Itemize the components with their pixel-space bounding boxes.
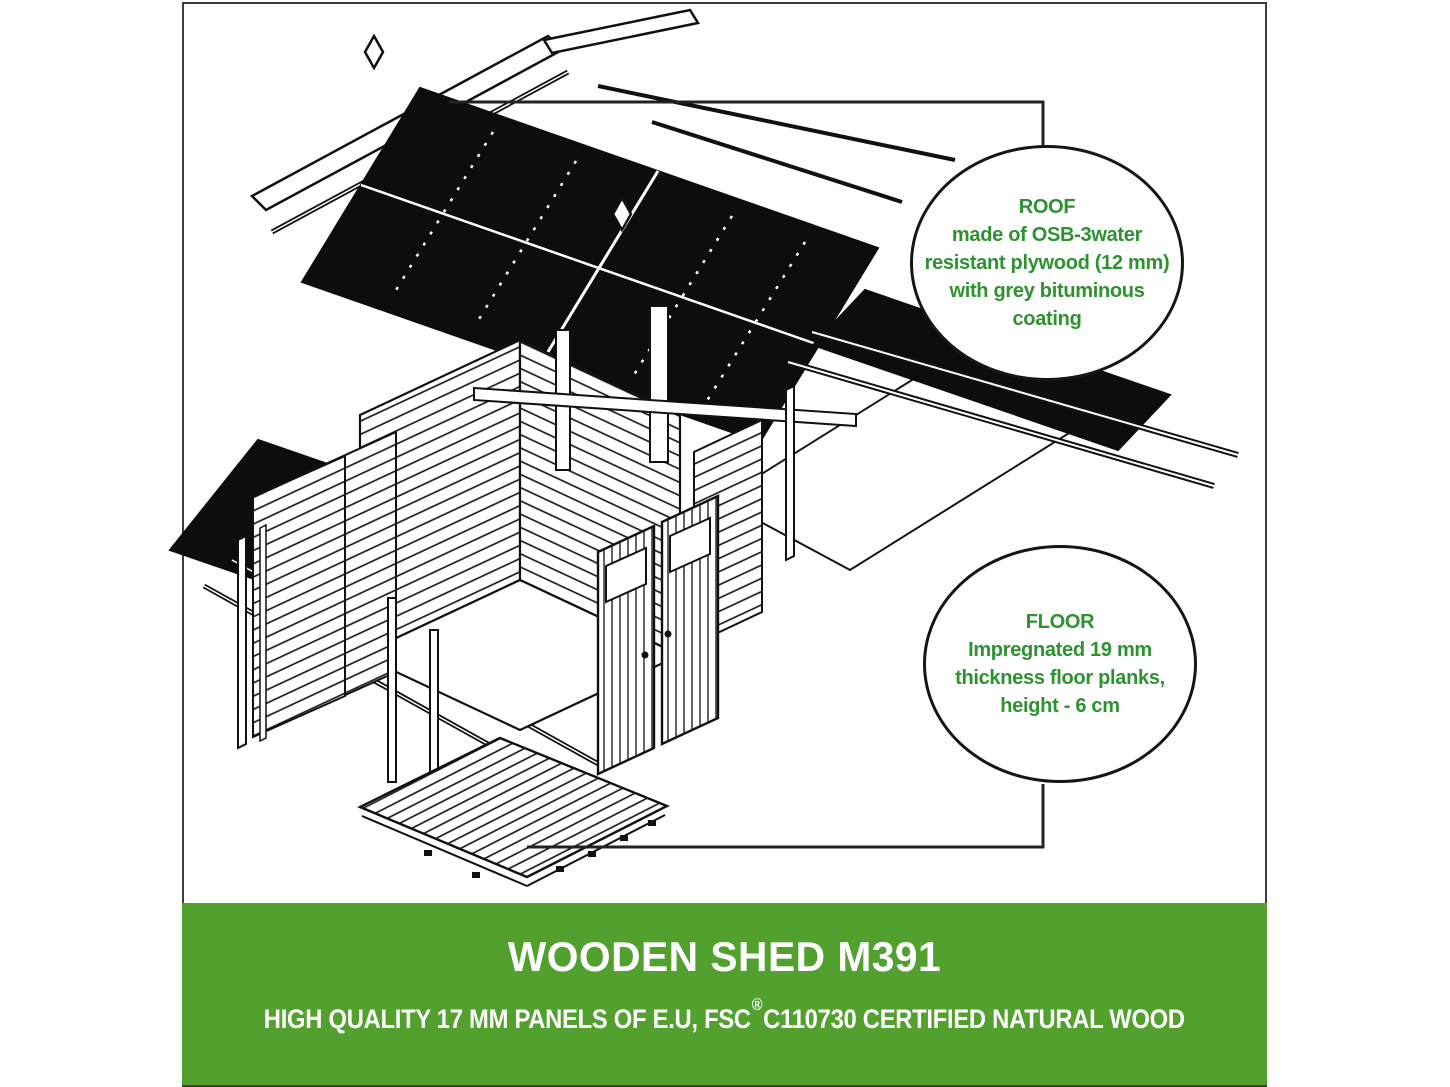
roof-callout-line: made of OSB-3water — [951, 224, 1143, 246]
foundation-skids — [424, 820, 656, 878]
ridge-finial-diamond-right — [611, 195, 633, 233]
corner-post — [387, 597, 397, 783]
door-window — [605, 546, 647, 604]
roof-battens — [597, 84, 1239, 489]
floor-skirt-edges — [361, 814, 666, 887]
trim-batten-far-left — [237, 534, 247, 750]
floor-callout-line: height - 6 cm — [1000, 695, 1120, 717]
roof-callout: ROOF made of OSB-3water resistant plywoo… — [910, 145, 1184, 381]
door-window — [669, 516, 711, 574]
floor-callout-text: FLOOR Impregnated 19 mm thickness floor … — [955, 608, 1165, 720]
door-panel-right — [660, 494, 720, 746]
floor-assembly — [357, 736, 670, 887]
roof-callout-title: ROOF — [1018, 196, 1076, 218]
banner-subtitle-wrap: HIGH QUALITY 17 MM PANELS OF E.U, FSC®C1… — [182, 981, 1267, 1035]
banner-subtitle: HIGH QUALITY 17 MM PANELS OF E.U, FSC®C1… — [263, 995, 1185, 1035]
floor-platform — [357, 736, 670, 879]
door-panel-left — [596, 524, 656, 776]
registered-trademark-symbol: ® — [751, 995, 763, 1015]
ridge-finial-diamond-left — [363, 33, 385, 71]
wall-assembly — [202, 305, 857, 795]
door-handle — [664, 630, 672, 638]
corner-post — [429, 629, 439, 793]
fascia-board-right — [541, 8, 701, 55]
door-handle — [641, 651, 649, 659]
roof-callout-text: ROOF made of OSB-3water resistant plywoo… — [925, 193, 1170, 333]
roof-callout-line: resistant plywood (12 mm) — [924, 252, 1170, 274]
side-wall-panel-left-front — [252, 454, 346, 739]
floor-callout-line: thickness floor planks, — [955, 667, 1165, 689]
black-roof-panel-upper — [300, 86, 880, 444]
shingle-dashes-upper — [391, 131, 807, 405]
gable-post-tall — [649, 305, 669, 463]
floor-callout: FLOOR Impregnated 19 mm thickness floor … — [923, 545, 1197, 783]
roof-beam — [473, 386, 857, 428]
trim-batten-right — [785, 384, 795, 562]
banner-subtitle-text: C110730 CERTIFIED NATURAL WOOD — [763, 1004, 1185, 1034]
banner-subtitle-text: HIGH QUALITY 17 MM PANELS OF E.U, FSC — [263, 1004, 752, 1034]
banner-title: WOODEN SHED M391 — [507, 933, 942, 980]
roof-callout-connector — [449, 100, 1045, 146]
floor-callout-connector — [527, 784, 1045, 849]
trim-batten-left — [259, 523, 267, 743]
roof-callout-line: coating — [1012, 308, 1082, 330]
title-banner: WOODEN SHED M391 HIGH QUALITY 17 MM PANE… — [182, 903, 1267, 1087]
floor-callout-line: Impregnated 19 mm — [968, 639, 1152, 661]
floor-callout-title: FLOOR — [1025, 611, 1095, 633]
roof-callout-line: with grey bituminous — [949, 280, 1145, 302]
